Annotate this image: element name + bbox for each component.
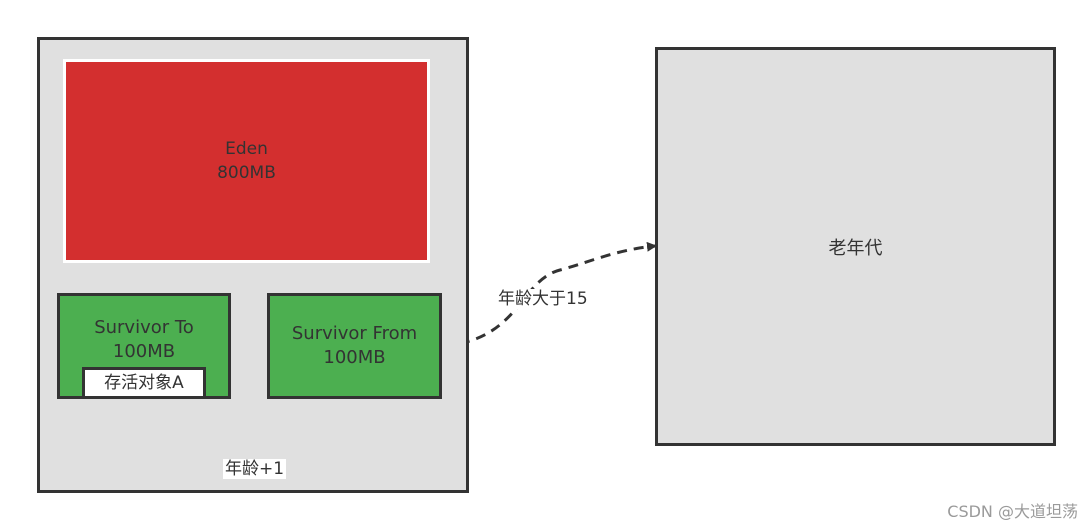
promote-label: 年龄大于15 (498, 289, 588, 309)
surviving-object-label: 存活对象A (104, 373, 184, 393)
watermark: CSDN @大道坦荡 (947, 502, 1078, 521)
eden-name: Eden (225, 139, 268, 159)
survivor-from-box: Survivor From 100MB (267, 293, 442, 399)
eden-size: 800MB (217, 163, 276, 183)
eden-box: Eden 800MB (63, 59, 430, 263)
survivor-to-name: Survivor To (94, 317, 194, 338)
survivor-to-size: 100MB (112, 341, 176, 362)
survivor-from-name: Survivor From (291, 323, 418, 344)
survivor-from-size: 100MB (323, 347, 386, 368)
old-generation-box: 老年代 (655, 47, 1056, 446)
old-generation-name: 老年代 (828, 237, 883, 259)
age-increment-label: 年龄+1 (223, 459, 287, 479)
surviving-object-box: 存活对象A (82, 367, 206, 399)
